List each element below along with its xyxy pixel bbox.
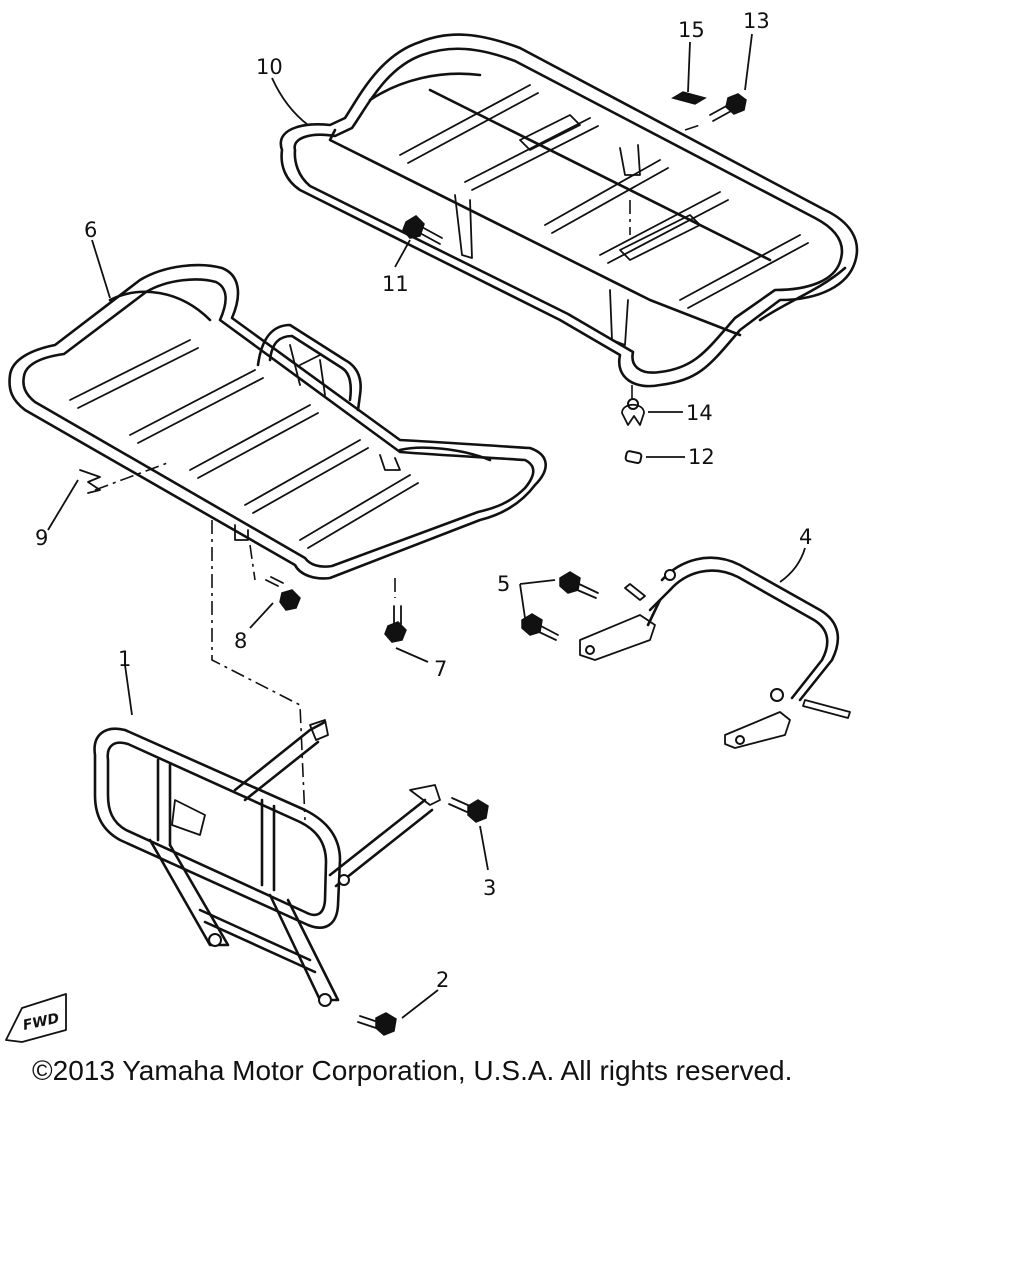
callout-5: 5 [497,572,510,596]
decal-9 [79,469,101,494]
front-guard [93,719,441,1007]
leader-lines [47,33,806,1019]
callout-4: 4 [799,525,812,549]
copyright-notice: ©2013 Yamaha Motor Corporation, U.S.A. A… [32,1055,793,1086]
bolts-5 [521,571,599,641]
fwd-label: FWD [22,1011,61,1034]
bolt-3 [448,797,489,823]
bolt-11 [402,215,443,245]
callout-8: 8 [234,629,247,653]
bolt-2 [357,1012,397,1036]
nut-12 [624,450,643,464]
callout-1: 1 [118,647,131,671]
callout-10: 10 [256,55,283,79]
callout-9: 9 [35,526,48,550]
callout-labels: 1 2 3 4 5 6 7 8 9 10 11 12 13 14 15 [35,9,812,992]
callout-7: 7 [434,657,447,681]
callout-2: 2 [436,968,449,992]
rear-guard [579,556,851,749]
callout-12: 12 [688,445,715,469]
front-carrier [8,263,547,821]
decal-15 [671,91,707,105]
bolt-8 [265,576,301,611]
callout-15: 15 [678,18,705,42]
callout-14: 14 [686,401,713,425]
rear-carrier [279,33,859,400]
callout-3: 3 [483,876,496,900]
bolt-13 [709,93,747,122]
callout-13: 13 [743,9,770,33]
parts-diagram: FWD 1 2 3 4 5 6 7 8 9 10 11 12 13 14 15 [5,9,859,1043]
callout-6: 6 [84,218,97,242]
fwd-arrow-icon: FWD [5,993,67,1043]
clip-14 [621,398,645,426]
callout-11: 11 [382,272,409,296]
bolt-7 [384,605,407,643]
